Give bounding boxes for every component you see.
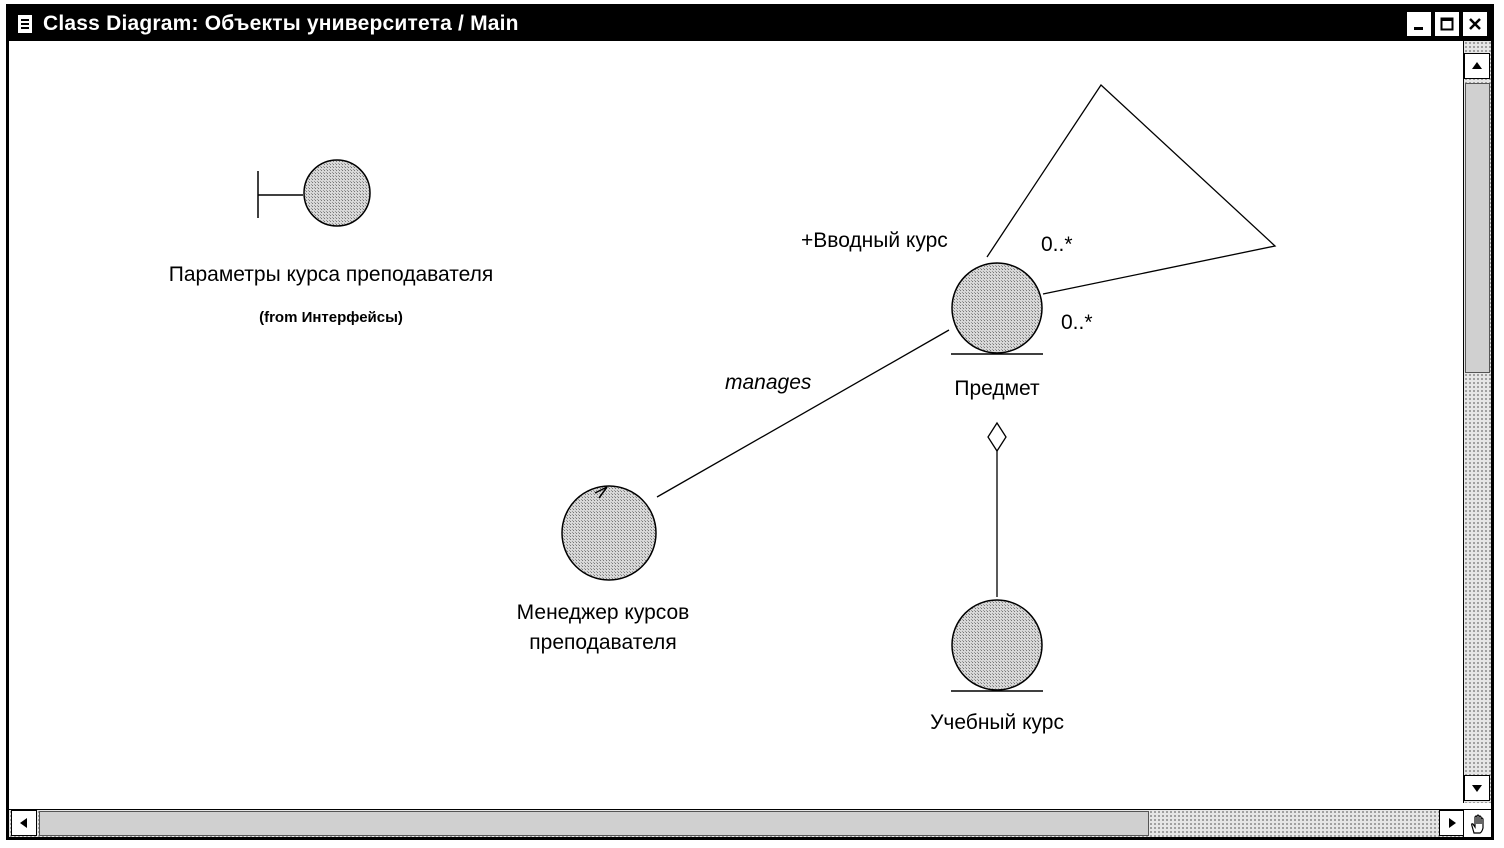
entity-subject-name: Предмет xyxy=(954,377,1040,400)
hand-tool-icon xyxy=(1470,813,1484,834)
close-icon xyxy=(1469,18,1481,30)
entity-subject[interactable] xyxy=(951,262,1043,355)
arrow-up-icon xyxy=(1472,62,1482,69)
hand-tool-button[interactable] xyxy=(1463,809,1491,837)
diagram-svg xyxy=(257,84,1277,692)
role-name-label: +Вводный курс xyxy=(801,229,948,252)
maximize-icon xyxy=(1440,17,1454,31)
scroll-down-button[interactable] xyxy=(1464,775,1490,801)
boundary-class-name: Параметры курса преподавателя xyxy=(168,263,494,286)
multiplicity-top-label: 0..* xyxy=(1041,233,1073,256)
minimize-button[interactable] xyxy=(1406,11,1432,37)
arrow-right-icon xyxy=(1449,818,1456,828)
arrow-down-icon xyxy=(1472,785,1482,792)
boundary-class[interactable] xyxy=(257,159,371,227)
control-class-name-line2: преподавателя xyxy=(529,631,677,654)
scroll-right-button[interactable] xyxy=(1439,810,1465,836)
diagram-canvas[interactable]: Параметры курса преподавателя (from Инте… xyxy=(9,41,1467,803)
entity-course-name: Учебный курс xyxy=(930,711,1064,734)
multiplicity-bottom-label: 0..* xyxy=(1061,311,1093,334)
maximize-button[interactable] xyxy=(1434,11,1460,37)
manages-association-line[interactable] xyxy=(656,329,950,498)
horizontal-scrollbar[interactable] xyxy=(9,809,1467,837)
entity-course[interactable] xyxy=(951,599,1043,692)
boundary-class-package: (from Интерфейсы) xyxy=(259,309,403,326)
class-diagram-window: Class Diagram: Объекты университета / Ma… xyxy=(6,4,1494,840)
close-button[interactable] xyxy=(1462,11,1488,37)
arrow-left-icon xyxy=(20,818,27,828)
vertical-scrollbar[interactable] xyxy=(1463,41,1491,803)
self-association-line[interactable] xyxy=(986,84,1277,295)
association-label: manages xyxy=(725,371,812,394)
horizontal-scroll-thumb[interactable] xyxy=(39,811,1149,836)
control-class-name-line1: Менеджер курсов xyxy=(516,601,690,624)
aggregation-diamond-icon xyxy=(987,421,1007,453)
window-title: Class Diagram: Объекты университета / Ma… xyxy=(43,12,519,35)
scroll-left-button[interactable] xyxy=(11,810,37,836)
scroll-up-button[interactable] xyxy=(1464,53,1490,79)
document-icon[interactable] xyxy=(17,14,33,34)
vertical-scroll-thumb[interactable] xyxy=(1465,83,1490,373)
control-class[interactable] xyxy=(561,485,657,581)
minimize-icon xyxy=(1414,27,1423,30)
title-bar[interactable]: Class Diagram: Объекты университета / Ma… xyxy=(9,7,1491,41)
